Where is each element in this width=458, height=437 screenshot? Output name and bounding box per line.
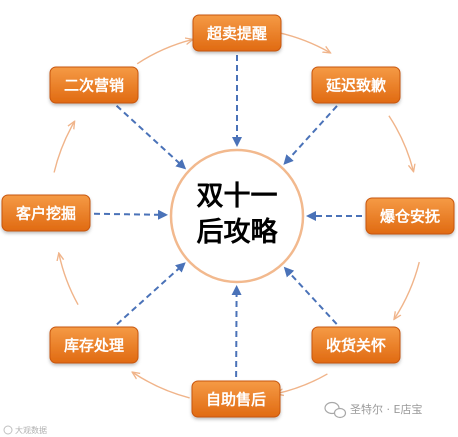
node-box xyxy=(49,326,139,364)
node-yanchi: 延迟致歉 xyxy=(311,66,401,104)
node-label: 延迟致歉 xyxy=(325,77,386,95)
node-zizhu: 自助售后 xyxy=(191,380,281,418)
node-label: 收货关怀 xyxy=(326,337,386,355)
node-kehu: 客户挖掘 xyxy=(1,194,91,232)
center-line-1: 双十一 xyxy=(197,181,278,212)
cycle-arrow-shouhuo xyxy=(277,373,328,394)
dashed-arrow-erci xyxy=(115,104,187,170)
node-label: 爆仓安抚 xyxy=(380,208,440,226)
dashed-arrow-kucun xyxy=(116,262,186,326)
node-label: 库存处理 xyxy=(64,337,124,355)
node-shouhuo: 收货关怀 xyxy=(311,326,401,364)
watermark-right: 圣特尔 · E店宝 xyxy=(324,401,422,419)
watermark-right-text: 圣特尔 · E店宝 xyxy=(350,402,422,416)
node-box xyxy=(49,66,139,104)
node-box xyxy=(365,197,455,235)
node-label: 超卖提醒 xyxy=(206,25,267,43)
cycle-arrow-baocang xyxy=(394,261,420,319)
cycle-arrow-yanchi xyxy=(388,115,413,171)
node-erci: 二次营销 xyxy=(49,66,139,104)
dashed-arrow-kehu xyxy=(93,209,169,220)
center-node: 双十一 后攻略 xyxy=(169,148,305,284)
cycle-arrow-erci xyxy=(136,40,192,65)
node-box xyxy=(311,326,401,364)
cycle-arrow-chaomai xyxy=(278,31,330,53)
cycle-arrow-kucun xyxy=(59,254,79,306)
dashed-arrow-yanchi xyxy=(283,105,338,165)
node-chaomai: 超卖提醒 xyxy=(192,14,282,52)
center-line-2: 后攻略 xyxy=(197,216,279,248)
node-box xyxy=(191,380,281,418)
node-box xyxy=(1,194,91,232)
node-baocang: 爆仓安抚 xyxy=(365,197,455,235)
cycle-arrows xyxy=(53,31,420,399)
watermark-left-text: 大观数据 xyxy=(15,425,47,435)
node-label: 客户挖掘 xyxy=(15,205,76,223)
node-label: 二次营销 xyxy=(64,77,124,95)
wechat-icon xyxy=(324,401,347,419)
cycle-arrow-zizhu xyxy=(133,372,190,399)
node-label: 自助售后 xyxy=(206,391,266,409)
cycle-arrow-kehu xyxy=(53,122,74,173)
dashed-arrow-shouhuo xyxy=(283,266,338,325)
dashed-arrows xyxy=(93,55,362,378)
node-box xyxy=(192,14,282,52)
node-box xyxy=(311,66,401,104)
watermark-left: 大观数据 xyxy=(3,425,47,435)
node-kucun: 库存处理 xyxy=(49,326,139,364)
